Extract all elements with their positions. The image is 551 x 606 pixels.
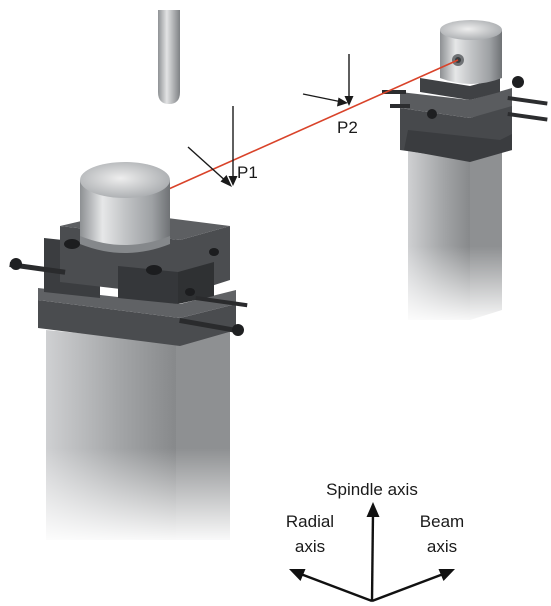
clamp-bolt (507, 96, 548, 106)
arrow-icon (366, 502, 380, 517)
arrow-icon (344, 96, 354, 106)
laser-beam (161, 59, 459, 193)
cutting-tool (158, 10, 180, 104)
radial-axis-arrow (297, 571, 373, 603)
radial-axis-label-line2: axis (294, 537, 326, 556)
beam-axis-label-line2: axis (426, 537, 458, 556)
bolt-hole (64, 239, 80, 249)
clamp-bolt (179, 318, 244, 335)
p1-marker (187, 106, 238, 187)
radial-axis-label-line1: Radial (285, 512, 335, 531)
axis-diagram (289, 502, 455, 603)
p2-label: P2 (337, 118, 358, 137)
beam-axis-arrow (371, 571, 447, 603)
p1-label: P1 (237, 163, 258, 182)
clamp-bolt (9, 262, 66, 275)
p1-angled-arrow (187, 146, 229, 184)
spindle-axis-arrow (370, 511, 375, 602)
bolt-hole (146, 265, 162, 275)
right-unit (382, 20, 548, 325)
p2-marker (302, 54, 354, 107)
beam-axis-label: Beam axis (402, 512, 482, 557)
clamp-bolt (507, 112, 548, 122)
arrow-icon (337, 97, 348, 107)
arrow-icon (438, 569, 455, 581)
arrow-icon (289, 569, 306, 581)
left-unit (9, 162, 248, 545)
p2-angled-arrow (302, 93, 343, 103)
beam-axis-label-line1: Beam (419, 512, 465, 531)
spindle-axis-label: Spindle axis (326, 480, 418, 499)
radial-axis-label: Radial axis (270, 512, 350, 557)
arrow-icon (220, 175, 232, 187)
arrow-icon (228, 176, 238, 186)
